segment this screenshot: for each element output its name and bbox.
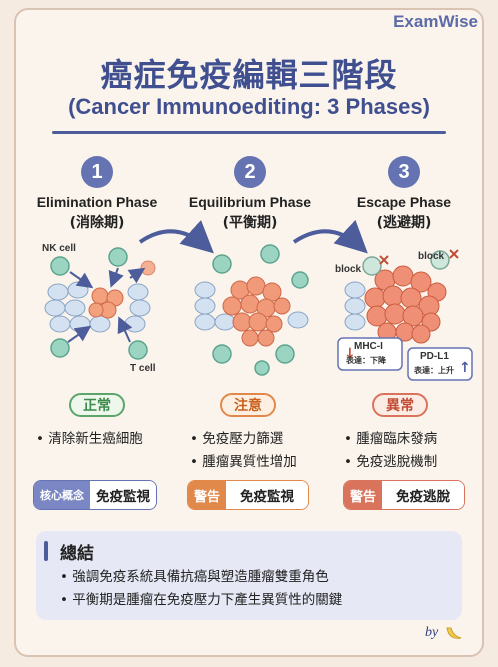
phase-2-bullet: 免疫壓力篩選 <box>190 428 297 451</box>
phase-1-core-concept: 核心概念 免疫監視 <box>33 480 157 510</box>
phase-2-tissue <box>194 244 309 376</box>
phase-1-status-badge: 正常 <box>69 393 125 417</box>
summary-accent-bar <box>44 541 48 561</box>
phase-2-subtitle: (平衡期) <box>222 215 278 231</box>
phase-2-number: 2 <box>234 156 266 188</box>
pdl1-expression: 表達：上升 <box>414 366 454 375</box>
summary-title: 總結 <box>60 544 94 564</box>
brand-logo: ExamWise <box>393 12 478 31</box>
mhc-label: MHC-I <box>354 341 383 352</box>
banana-logo-icon <box>446 627 462 639</box>
nk-cell <box>50 256 70 276</box>
pdl1-indicator <box>407 347 473 381</box>
pill-key: 警告 <box>344 481 383 509</box>
svg-text:↓: ↓ <box>344 346 356 362</box>
pill-value: 免疫監視 <box>90 481 156 509</box>
t-cell <box>128 340 148 360</box>
signature: by <box>425 625 439 640</box>
svg-text:↑: ↑ <box>459 360 471 376</box>
summary-list: 強調免疫系統具備抗癌與塑造腫瘤雙重角色 平衡期是腫瘤在免疫壓力下產生異質性的關鍵 <box>60 566 342 612</box>
phase-3-status-badge: 異常 <box>372 393 428 417</box>
phase-2-bullet: 腫瘤異質性增加 <box>190 451 297 474</box>
phase-3-bullets: 腫瘤臨床發病 免疫逃脫機制 <box>344 428 437 474</box>
summary-item: 平衡期是腫瘤在免疫壓力下產生異質性的關鍵 <box>60 589 342 612</box>
nk-cell-label: NK cell <box>42 243 76 254</box>
immunoediting-illustration: ↓ ↑ <box>44 220 473 381</box>
phase-3-bullet: 免疫逃脫機制 <box>344 451 437 474</box>
phase-3-title: Escape Phase <box>356 194 452 210</box>
phase-3-tissue: ↓ ↑ <box>337 249 473 381</box>
summary-item: 強調免疫系統具備抗癌與塑造腫瘤雙重角色 <box>60 566 342 589</box>
page-subtitle: (Cancer Immunoediting: 3 Phases) <box>68 94 430 119</box>
phase-2-warning: 警告 免疫監視 <box>187 480 309 510</box>
phase-2-bullets: 免疫壓力篩選 腫瘤異質性增加 <box>190 428 297 474</box>
page-title: 癌症免疫編輯三階段 <box>100 56 398 94</box>
phase-1-title: Elimination Phase <box>36 194 158 210</box>
t-cell-label: T cell <box>130 363 156 374</box>
block-label-right: block <box>418 251 445 262</box>
pill-value: 免疫監視 <box>226 481 308 509</box>
phase-2-title: Equilibrium Phase <box>188 194 312 210</box>
pdl1-label: PD-L1 <box>420 351 449 362</box>
phase-3-warning: 警告 免疫逃脫 <box>343 480 465 510</box>
arrow-1-to-2 <box>138 220 214 254</box>
mhc-indicator <box>337 337 403 371</box>
phase-1-bullets: 清除新生癌細胞 <box>36 428 143 451</box>
block-label-left: block <box>335 264 362 275</box>
arrow-2-to-3 <box>292 220 368 254</box>
phase-2-status-badge: 注意 <box>220 393 276 417</box>
phase-1-number: 1 <box>81 156 113 188</box>
title-divider <box>52 131 446 134</box>
phase-1-tissue <box>44 247 156 360</box>
phase-3-bullet: 腫瘤臨床發病 <box>344 428 437 451</box>
pill-value: 免疫逃脫 <box>382 481 464 509</box>
pill-key: 警告 <box>188 481 227 509</box>
phase-3-subtitle: (逃避期) <box>376 215 432 231</box>
mhc-expression: 表達：下降 <box>346 356 386 365</box>
phase-1-bullet: 清除新生癌細胞 <box>36 428 143 451</box>
phase-3-number: 3 <box>388 156 420 188</box>
phase-1-subtitle: (消除期) <box>69 215 125 231</box>
pill-key: 核心概念 <box>34 481 90 509</box>
